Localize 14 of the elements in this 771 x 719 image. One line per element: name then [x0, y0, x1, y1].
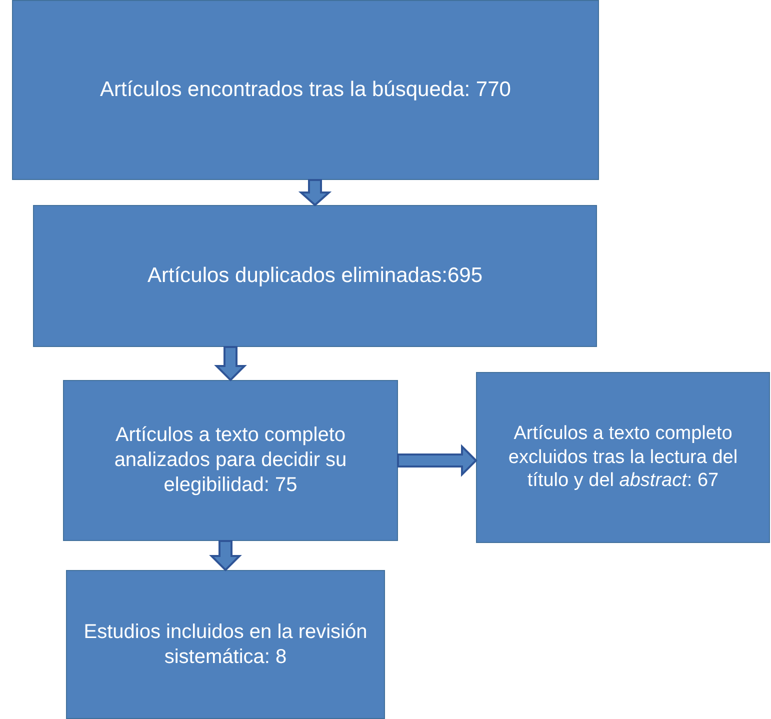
box-text: Artículos a texto completo analizados para decidir su elegibilidad: 75: [113, 423, 348, 498]
box-text: Artículos encontrados tras la búsqueda: 770: [100, 76, 511, 103]
process-box: [12, 0, 599, 180]
process-box: [63, 380, 398, 541]
box-text: Artículos duplicados eliminadas:695: [147, 262, 483, 289]
block-arrow: [397, 444, 478, 477]
box-text: Artículos a texto completo excluidos tras la lectura del título y del abstract: 67: [507, 422, 739, 494]
block-arrow: [209, 540, 242, 572]
process-box: [33, 205, 597, 347]
box-text: Estudios incluidos en la revisión sistemática: 8: [82, 620, 368, 670]
block-arrow: [214, 346, 247, 382]
process-box: [66, 570, 385, 719]
process-box: [476, 372, 770, 543]
block-arrow: [298, 179, 332, 206]
